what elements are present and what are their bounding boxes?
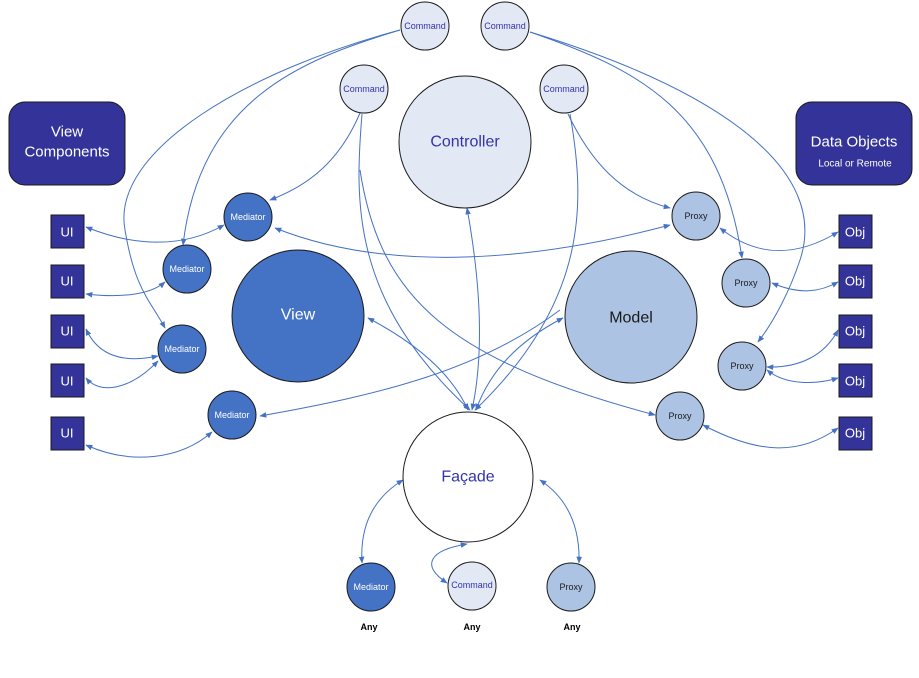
edge-ui1-mediator1 [85,224,225,243]
any-command-node[interactable]: Command [447,561,497,611]
command-label: Command [451,580,493,590]
model-node[interactable]: Model [564,250,698,384]
obj-box[interactable]: Obj [838,416,873,451]
mediator-node[interactable]: Mediator [157,324,207,374]
view-components-group: View Components [8,101,126,186]
edge-model-mediator-4 [259,309,561,418]
any-label: Any [563,622,580,632]
ui-boxes: UI UI UI UI UI [50,214,85,451]
obj-box-label: Obj [845,274,865,289]
command-node-mid-left[interactable]: Command [339,64,389,114]
command-label: Command [343,84,385,94]
edge-ui4-mediator3 [85,360,159,389]
view-label: View [281,307,316,324]
mediator-node[interactable]: Mediator [162,244,212,294]
any-label: Any [360,622,377,632]
edge-obj2-proxy2 [771,281,839,292]
any-label: Any [463,622,480,632]
ui-box[interactable]: UI [50,314,85,349]
mediator-label: Mediator [353,582,388,592]
edge-obj1-proxy1 [719,227,839,252]
ui-box[interactable]: UI [50,264,85,299]
proxy-label: Proxy [559,582,583,592]
data-objects-subtitle: Local or Remote [818,159,892,170]
ui-box-label: UI [61,324,74,339]
ui-box[interactable]: UI [50,363,85,398]
command-label: Command [543,84,585,94]
data-objects-title: Data Objects [811,134,898,151]
any-mediator-node[interactable]: Mediator [346,562,396,612]
any-proxy-node[interactable]: Proxy [546,562,596,612]
proxy-label: Proxy [734,278,758,288]
edges [85,29,839,584]
edge-cmd-tr-to-proxy-3 [529,31,806,343]
edge-facade-any-proxy [539,479,582,564]
obj-box[interactable]: Obj [838,264,873,299]
proxy-node[interactable]: Proxy [721,258,771,308]
edge-view-facade [367,317,469,411]
obj-box-label: Obj [845,324,865,339]
obj-box-label: Obj [845,374,865,389]
ui-box-label: UI [61,225,74,240]
obj-box[interactable]: Obj [838,314,873,349]
view-node[interactable]: View [231,249,365,383]
mediator-label: Mediator [164,344,199,354]
controller-label: Controller [430,134,500,151]
proxy-label: Proxy [668,411,692,421]
edge-mediator1-proxy1 [274,223,671,258]
view-components-line2: Components [24,144,109,161]
ui-box-label: UI [61,426,74,441]
edge-ui3-mediator3 [85,328,159,361]
edge-obj3-proxy3 [766,329,839,370]
edge-ui5-mediator4 [85,431,213,458]
proxy-label: Proxy [730,361,754,371]
command-node-top-left[interactable]: Command [400,1,450,51]
ui-box-label: UI [61,274,74,289]
data-objects-group: Data Objects Local or Remote [795,101,913,186]
edge-cmd-tr-to-proxy-2 [529,31,744,259]
edge-obj5-proxy4 [702,424,839,449]
edge-cmd-ml-to-mediator-1 [269,112,361,201]
edge-model-facade [475,317,564,411]
ui-box[interactable]: UI [50,416,85,451]
obj-box-label: Obj [845,225,865,240]
obj-boxes: Obj Obj Obj Obj Obj [838,214,873,451]
model-label: Model [609,310,653,327]
mediator-node[interactable]: Mediator [223,192,273,242]
facade-node[interactable]: Façade [402,411,534,543]
edge-controller-facade [465,207,481,411]
mediator-node[interactable]: Mediator [207,390,257,440]
view-components-line1: View [51,124,83,141]
obj-box[interactable]: Obj [838,214,873,249]
command-node-mid-right[interactable]: Command [539,64,589,114]
ui-box-label: UI [61,374,74,389]
proxy-label: Proxy [684,211,708,221]
nodes: Command Command Command Command Controll… [157,1,771,612]
proxy-node[interactable]: Proxy [655,391,705,441]
command-label: Command [484,21,526,31]
facade-label: Façade [441,469,494,486]
any-labels: Any Any Any [360,622,580,632]
proxy-node[interactable]: Proxy [671,191,721,241]
edge-cmd-mr-to-proxy-1 [567,113,671,210]
edge-facade-any-mediator [358,479,404,564]
obj-box-label: Obj [845,426,865,441]
edge-obj4-proxy3 [766,369,839,383]
command-label: Command [404,21,446,31]
edge-cmd-tl-to-mediator-2 [180,29,401,246]
edge-to-proxy-4 [359,169,656,417]
obj-box[interactable]: Obj [838,363,873,398]
proxy-node[interactable]: Proxy [717,341,767,391]
command-node-top-right[interactable]: Command [480,1,530,51]
ui-box[interactable]: UI [50,214,85,249]
mediator-label: Mediator [214,410,249,420]
mediator-label: Mediator [230,212,265,222]
controller-node[interactable]: Controller [398,75,532,209]
mediator-label: Mediator [169,264,204,274]
edge-facade-any-command [431,542,468,584]
edge-ui2-mediator2 [85,281,166,298]
